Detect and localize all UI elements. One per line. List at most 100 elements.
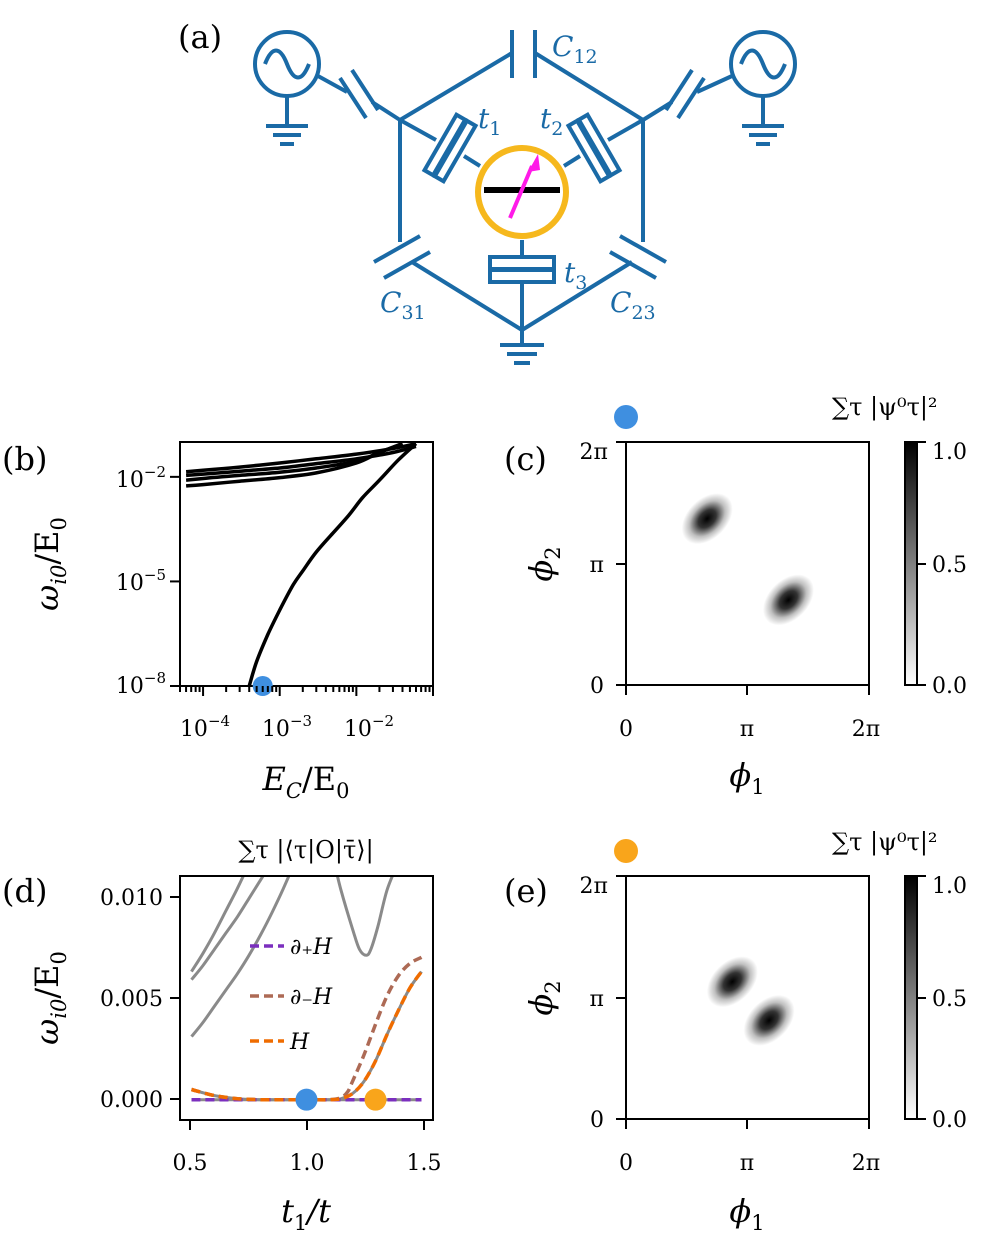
wire-t2-qubit [562,154,582,168]
b-xlabel: EC/E0 [262,760,350,803]
legend-label-dplus: ∂₊H [290,935,333,960]
d-gray-series-3 [335,876,394,957]
c-cbar-label-1: 0.5 [932,553,967,578]
e-ytick-1: π [590,987,604,1012]
cap-c31-plate-b [383,250,431,280]
label-c12: C12 [552,30,598,68]
c-state-marker [614,405,638,429]
c-cbar-label-2: 1.0 [932,440,967,465]
b-ytick-1: 10−2 [116,463,166,493]
c-xlabel: ϕ1 [729,756,764,799]
e-xtick-0: 0 [619,1151,633,1176]
b-ylabel: ωi0/E0 [28,517,71,611]
b-series-0 [185,442,417,474]
e-state-marker [614,839,638,863]
coupler-t1 [421,112,479,184]
wire-top-right [533,51,645,122]
d-xtick-0: 0.5 [173,1151,208,1176]
label-t1: t1 [478,102,501,140]
wire-bottom-left [410,260,524,332]
panel-e-label: (e) [504,872,548,910]
c-heatmap [681,493,814,626]
e-xtick-2: 2π [852,1151,880,1176]
heatmap-peak-1 [743,994,795,1046]
b-ytick-3: 10−8 [116,669,166,699]
panel-e: (e) ∑τ |ψ⁰τ|² 0 π 2π 0 π 2π ϕ1 ϕ2 [504,828,967,1235]
e-colorbar-title: ∑τ |ψ⁰τ|² [832,828,938,857]
wire-node-t2 [607,118,644,142]
c-ytick-0: 0 [590,674,604,699]
d-ytick-0: 0.000 [100,1088,163,1113]
b-xtick-3: 10−2 [344,712,394,742]
panel-b-label: (b) [2,440,47,478]
d-ylabel: ωi0/E0 [28,951,71,1045]
cap-right-plate-a [676,76,706,120]
d-legend: ∂₊H ∂₋H H [250,935,333,1055]
panel-d: (d) ∑τ |⟨τ|O|τ̄⟩| 0.000 0.005 0.010 0.5 … [2,836,442,1235]
wire-bottom-right [520,260,634,332]
d-xtick-1: 1.0 [290,1151,325,1176]
d-title: ∑τ |⟨τ|O|τ̄⟩| [238,836,373,865]
c-colorbar-title: ∑τ |ψ⁰τ|² [832,393,938,422]
e-xlabel: ϕ1 [729,1192,764,1235]
b-ytick-2: 10−5 [116,566,166,596]
c-colorbar [904,441,918,686]
wire-left-source [317,74,348,94]
wire-node-t1 [399,118,437,142]
b-series-1 [185,444,417,478]
label-c31: C31 [380,286,426,324]
cap-left-plate-a [338,76,368,120]
c-ylabel: ϕ2 [522,546,565,581]
qubit-arrow [508,165,534,219]
d-series-1 [191,955,423,1102]
d-gray-series-0 [190,876,245,973]
panel-c-label: (c) [504,440,547,478]
heatmap-peak-0 [706,956,758,1008]
b-xtick-2: 10−3 [262,712,312,742]
d-gray-series-2 [190,876,291,1038]
wire-t1-qubit [462,154,482,168]
legend-label-dminus: ∂₋H [290,985,333,1010]
panel-b-ticks [170,475,434,696]
coupler-t3-plate-b [488,268,556,284]
c-xtick-1: π [740,717,754,742]
wire-top-left [398,51,514,122]
cap-c31-plate-a [373,234,421,264]
c-ytick-1: π [590,553,604,578]
c-xtick-2: 2π [852,717,880,742]
source-right-wave [739,48,787,80]
panel-b-frame [179,441,434,687]
e-cbar-label-2: 1.0 [932,874,967,899]
d-gray-series-1 [190,876,265,981]
d-state-marker-0 [295,1088,318,1111]
e-heatmap [706,956,795,1046]
e-ylabel: ϕ2 [522,980,565,1015]
cap-c23-plate-b [609,250,657,280]
label-t2: t2 [540,102,563,140]
coupler-t3-plate-a [488,255,556,271]
panel-d-label: (d) [2,872,47,910]
c-ytick-2: 2π [580,440,608,465]
e-colorbar [904,875,918,1120]
circuit-diagram [253,30,797,365]
qubit-arrowhead [528,154,540,172]
panel-b: (b) 10−2 10−5 10−8 10−4 10−3 10−2 EC/E0 … [2,440,434,803]
panel-c: (c) ∑τ |ψ⁰τ|² 0 π 2π 0 π 2π ϕ1 ϕ2 [504,393,967,799]
coupler-t2 [565,112,623,184]
e-ytick-2: 2π [580,874,608,899]
d-gray-series-5 [191,970,423,1102]
cap-left-plate-b [350,68,380,112]
d-ytick-2: 0.010 [100,886,163,911]
cap-right-plate-b [664,68,694,112]
d-xtick-2: 1.5 [407,1151,442,1176]
b-series-4 [247,442,418,686]
cap-c23-plate-a [619,234,667,264]
c-frame [625,441,870,686]
e-frame [625,875,870,1120]
c-cbar-label-0: 0.0 [932,674,967,699]
legend-label-h: H [289,1030,310,1055]
wire-right-source [696,74,733,94]
panel-a: (a) [178,18,797,365]
heatmap-peak-0 [681,493,733,545]
